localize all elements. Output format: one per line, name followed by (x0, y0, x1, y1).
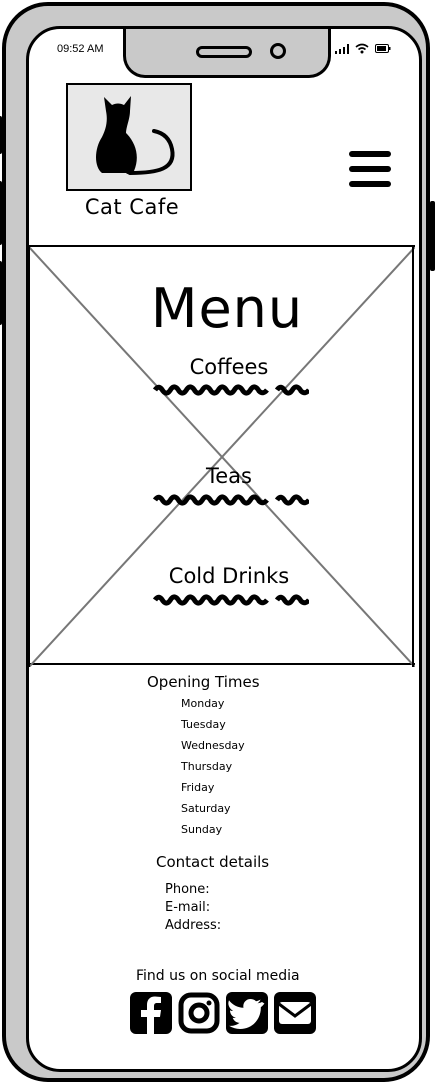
menu-hero: Menu Coffees Teas Cold Drinks (29, 245, 415, 667)
instagram-icon[interactable] (178, 992, 220, 1034)
day-wednesday: Wednesday (181, 739, 245, 752)
menu-title: Menu (150, 277, 304, 340)
category-teas[interactable]: Teas (206, 464, 252, 488)
battery-icon (375, 44, 391, 53)
scribble-placeholder (153, 494, 309, 506)
phone-label: Phone: (165, 882, 210, 897)
facebook-icon[interactable] (130, 992, 172, 1034)
category-coffees[interactable]: Coffees (189, 355, 269, 379)
mute-button (0, 261, 2, 325)
power-button (430, 201, 435, 271)
scribble-placeholder (153, 594, 309, 606)
wifi-icon (355, 43, 369, 54)
front-camera (270, 43, 286, 59)
hamburger-icon[interactable] (349, 151, 391, 187)
scribble-placeholder (153, 384, 309, 396)
email-label: E-mail: (165, 900, 211, 915)
logo[interactable] (66, 83, 192, 191)
cat-icon (96, 96, 175, 175)
speaker-grille (196, 46, 252, 58)
notch (123, 29, 331, 78)
status-time: 09:52 AM (57, 43, 104, 55)
brand-name: Cat Cafe (84, 195, 180, 219)
twitter-icon[interactable] (226, 992, 268, 1034)
email-icon[interactable] (274, 992, 316, 1034)
placeholder-cross (29, 247, 415, 667)
social-icons (130, 992, 316, 1034)
status-icons (335, 43, 391, 54)
category-cold-drinks[interactable]: Cold Drinks (168, 564, 290, 588)
day-thursday: Thursday (181, 760, 233, 773)
social-title: Find us on social media (136, 968, 300, 984)
volume-down-button (0, 181, 2, 245)
signal-icon (335, 43, 349, 54)
volume-up-button (0, 116, 2, 154)
address-label: Address: (165, 918, 222, 933)
day-saturday: Saturday (181, 802, 231, 815)
opening-times-title: Opening Times (147, 673, 260, 691)
day-tuesday: Tuesday (181, 718, 226, 731)
day-sunday: Sunday (181, 823, 223, 836)
contact-title: Contact details (156, 853, 270, 871)
day-friday: Friday (181, 781, 215, 794)
day-monday: Monday (181, 697, 225, 710)
screen: 09:52 AM Ca (26, 26, 422, 1072)
